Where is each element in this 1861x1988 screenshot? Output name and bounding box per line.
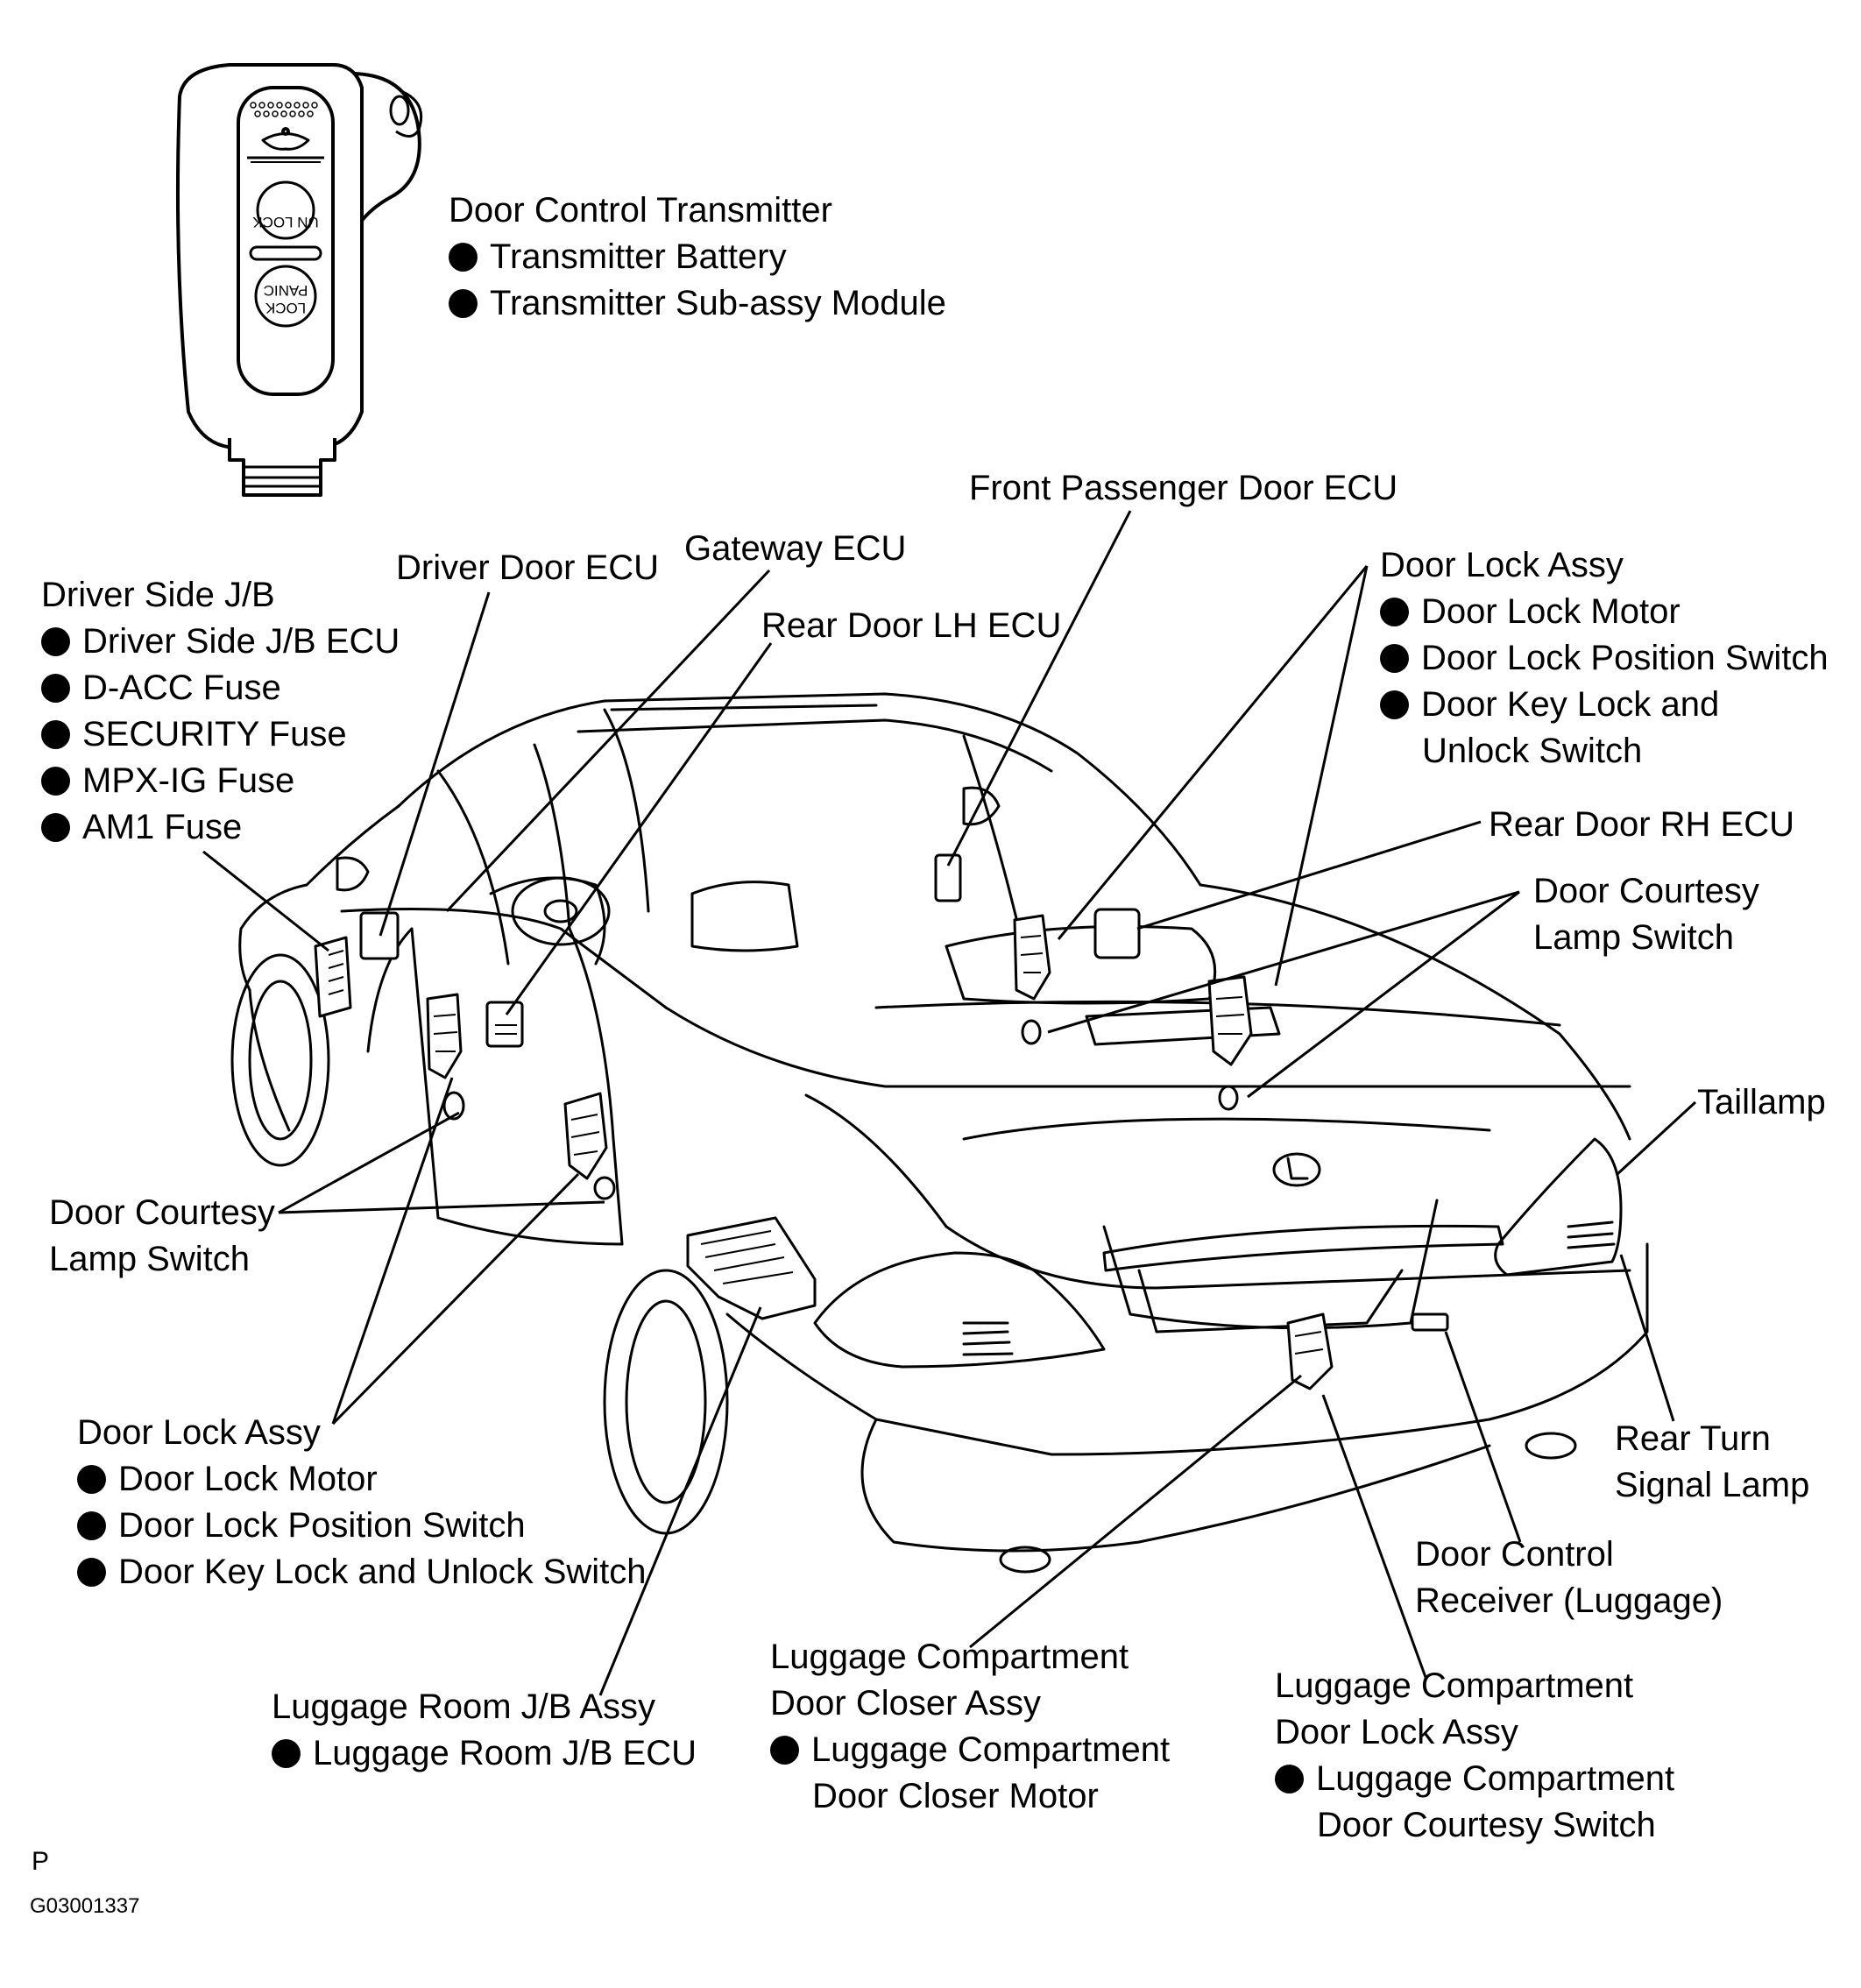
bullet-icon <box>1380 644 1409 673</box>
bullet-icon <box>770 1736 799 1765</box>
component-icons <box>314 853 1449 1390</box>
luggage-closer-label: Luggage Compartment Door Closer Assy Lug… <box>770 1638 1171 1815</box>
unlock-button-label: UN LOCK <box>252 214 319 230</box>
door-lock-motor-right-item: Door Lock Motor <box>1380 589 1829 635</box>
door-courtesy-switch-left-rear-icon <box>593 1176 616 1200</box>
door-lock-motor-left-item: Door Lock Motor <box>77 1456 647 1503</box>
door-lock-position-switch-right-item: Door Lock Position Switch <box>1380 635 1829 682</box>
rear-turn-signal-label: Rear Turn Signal Lamp <box>1615 1419 1810 1504</box>
bullet-icon <box>77 1558 106 1587</box>
door-courtesy-right-label: Door Courtesy Lamp Switch <box>1533 872 1759 957</box>
mpx-ig-fuse-item: MPX-IG Fuse <box>41 758 400 804</box>
bullet-icon <box>1380 690 1409 719</box>
door-lock-assy-right-front-icon <box>1013 914 1051 1001</box>
bullet-icon <box>77 1511 106 1540</box>
luggage-room-jb-title: Luggage Room J/B Assy <box>272 1687 656 1726</box>
driver-side-jb-title: Driver Side J/B <box>41 576 275 614</box>
door-control-receiver-icon <box>1411 1312 1449 1332</box>
door-lock-assy-left-front-icon <box>426 993 463 1079</box>
bullet-icon <box>449 289 478 318</box>
bullet-icon <box>41 813 70 842</box>
door-control-receiver-label: Door Control Receiver (Luggage) <box>1415 1535 1723 1620</box>
luggage-room-jb-ecu-item: Luggage Room J/B ECU <box>272 1730 697 1777</box>
bullet-icon <box>41 627 70 656</box>
transmitter-module-item: Transmitter Sub-assy Module <box>449 280 946 327</box>
rear-door-rh-ecu-label: Rear Door RH ECU <box>1489 805 1794 844</box>
door-lock-assy-right-rear-icon <box>1207 975 1253 1066</box>
car-body-illustration <box>230 692 1649 1574</box>
footer-mark: P <box>32 1847 50 1876</box>
taillamp-label: Taillamp <box>1697 1083 1826 1121</box>
door-courtesy-left-label: Door Courtesy Lamp Switch <box>49 1193 275 1278</box>
lock-button-label: LOCK <box>265 300 306 316</box>
driver-side-jb-ecu-item: Driver Side J/B ECU <box>41 619 400 665</box>
bullet-icon <box>449 243 478 272</box>
door-lock-assy-left-label: Door Lock Assy Door Lock Motor Door Lock… <box>77 1410 647 1595</box>
front-passenger-door-ecu-icon <box>934 853 962 902</box>
bullet-icon <box>77 1465 106 1494</box>
front-passenger-door-ecu-label: Front Passenger Door ECU <box>969 469 1398 507</box>
rear-door-rh-ecu-icon <box>1093 908 1141 959</box>
door-key-lock-switch-right-item: Door Key Lock and <box>1380 682 1829 728</box>
panic-button-label: PANIC <box>264 282 308 299</box>
bullet-icon <box>41 767 70 796</box>
luggage-room-jb-label: Luggage Room J/B Assy Luggage Room J/B E… <box>272 1684 697 1777</box>
leader-lines <box>202 510 1697 1696</box>
driver-side-jb-label: Driver Side J/B Driver Side J/B ECU D-AC… <box>41 572 400 851</box>
bullet-icon <box>41 720 70 749</box>
rear-door-lh-ecu-label: Rear Door LH ECU <box>761 606 1062 645</box>
door-lock-assy-right-title: Door Lock Assy <box>1380 546 1624 584</box>
driver-door-ecu-icon <box>359 911 400 960</box>
door-courtesy-switch-right-rear-icon <box>1218 1085 1239 1111</box>
d-acc-fuse-item: D-ACC Fuse <box>41 665 400 711</box>
am1-fuse-item: AM1 Fuse <box>41 804 400 851</box>
luggage-closer-motor-item: Luggage Compartment <box>770 1727 1170 1773</box>
gateway-ecu-label: Gateway ECU <box>684 529 907 568</box>
bullet-icon <box>1380 598 1409 626</box>
door-lock-assy-left-title: Door Lock Assy <box>77 1413 321 1452</box>
bullet-icon <box>41 674 70 703</box>
driver-door-ecu-label: Driver Door ECU <box>396 548 660 587</box>
door-lock-assy-left-rear-icon <box>563 1092 608 1180</box>
driver-side-jb-icon <box>314 936 352 1018</box>
door-key-lock-switch-left-item: Door Key Lock and Unlock Switch <box>77 1549 647 1595</box>
key-fob-button-labels: UN LOCK LOCK PANIC <box>252 214 319 316</box>
key-fob-illustration <box>175 63 423 497</box>
security-fuse-item: SECURITY Fuse <box>41 711 400 758</box>
door-control-transmitter-title: Door Control Transmitter <box>449 191 832 230</box>
bullet-icon <box>1275 1765 1304 1793</box>
key-fob-dots <box>250 102 318 117</box>
door-lock-position-switch-left-item: Door Lock Position Switch <box>77 1503 647 1549</box>
door-control-transmitter-label: Door Control Transmitter Transmitter Bat… <box>449 187 946 327</box>
door-courtesy-switch-right-front-icon <box>1021 1019 1042 1045</box>
door-key-lock-switch-right-continuation: Unlock Switch <box>1422 732 1643 770</box>
luggage-room-jb-icon <box>686 1216 817 1320</box>
transmitter-battery-item: Transmitter Battery <box>449 234 946 280</box>
bullet-icon <box>272 1739 301 1768</box>
door-lock-assy-right-label: Door Lock Assy Door Lock Motor Door Lock… <box>1380 542 1829 775</box>
luggage-lock-label: Luggage Compartment Door Lock Assy Lugga… <box>1275 1666 1675 1844</box>
figure-code: G03001337 <box>30 1894 140 1918</box>
luggage-courtesy-switch-item: Luggage Compartment <box>1275 1756 1674 1802</box>
